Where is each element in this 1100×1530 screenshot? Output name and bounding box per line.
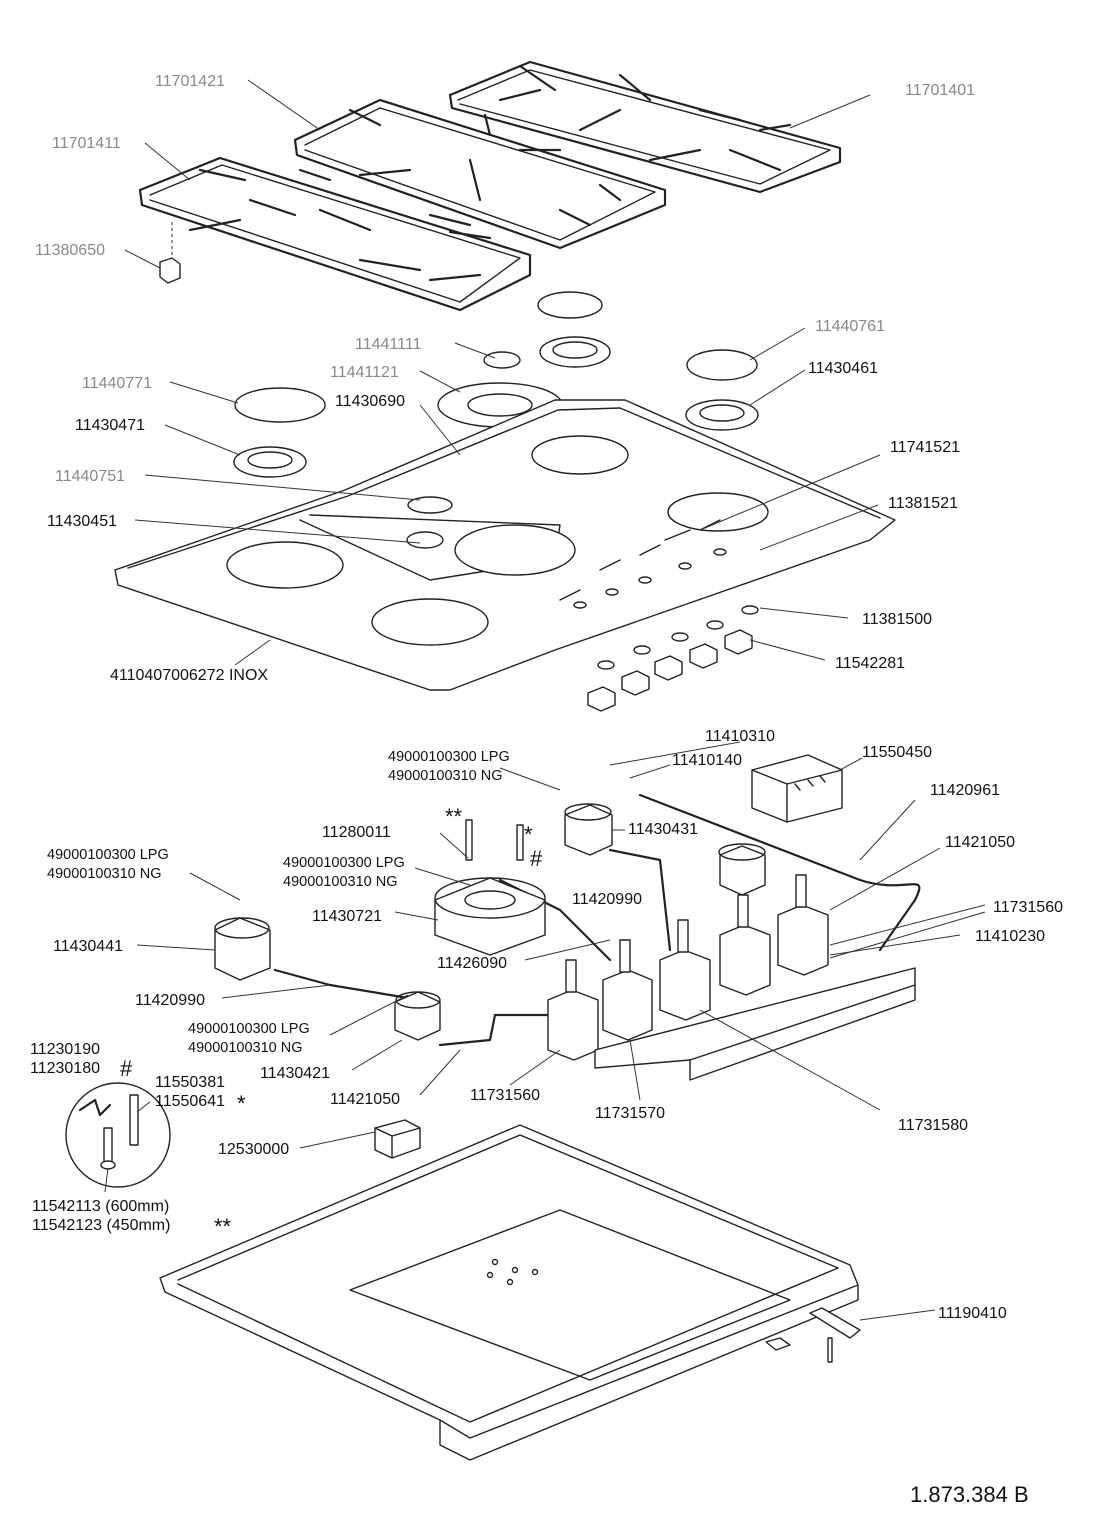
transformer xyxy=(374,1119,421,1159)
grate-right xyxy=(448,60,842,194)
switches xyxy=(587,605,759,712)
label-grate-center: 11701421 xyxy=(155,73,225,90)
mark-double-star-2: ** xyxy=(214,1214,232,1239)
label-electrode-b: 11550641 xyxy=(155,1093,225,1110)
leader-lines xyxy=(104,79,986,1321)
bottom-tray xyxy=(159,1124,859,1461)
label-valve-front: 11731560 xyxy=(470,1087,540,1104)
label-burner-center: 11430690 xyxy=(335,393,405,410)
label-burner-aux-center: 11430451 xyxy=(47,513,117,530)
label-electrode-a: 11550381 xyxy=(155,1074,225,1091)
mark-star-1: * xyxy=(524,822,533,847)
label-burner-right: 11430461 xyxy=(808,360,878,377)
label-burner-body-right: 11430431 xyxy=(628,821,698,838)
label-burner-body-wok: 11430721 xyxy=(312,908,382,925)
label-rubber-foot: 11380650 xyxy=(35,242,105,259)
label-pipe-rail: 11420961 xyxy=(930,782,1000,799)
label-valve-mid-right: 11731580 xyxy=(898,1117,968,1134)
label-wire-600: 11542113 (600mm) xyxy=(32,1198,169,1215)
label-switch: 11542281 xyxy=(835,655,905,672)
label-tc-top: 11230190 xyxy=(30,1041,100,1058)
valve-rail xyxy=(594,967,916,1081)
bracket xyxy=(765,1307,861,1363)
label-cap-right: 11440761 xyxy=(815,318,885,335)
label-gasket: 11381500 xyxy=(862,611,932,628)
label-burner-left: 11430471 xyxy=(75,417,145,434)
label-nozzle-a-ng: 49000100310 NG xyxy=(388,768,503,784)
mark-double-star-1: ** xyxy=(445,804,463,829)
label-nozzle-d-ng: 49000100310 NG xyxy=(188,1040,303,1056)
mark-hash-2: # xyxy=(120,1056,133,1081)
label-ring-center: 11441121 xyxy=(330,364,399,381)
label-ignition-unit: 11550450 xyxy=(862,744,932,761)
grate-left xyxy=(138,156,532,312)
label-hob-top: 4110407006272 INOX xyxy=(110,667,268,684)
mark-hash-1: # xyxy=(530,846,543,871)
label-transformer: 12530000 xyxy=(218,1141,289,1158)
label-knob-panel: 11741521 xyxy=(890,439,960,456)
label-valve-right: 11731560 xyxy=(993,899,1063,916)
ignition-unit xyxy=(751,754,843,823)
label-pipe-wok: 11426090 xyxy=(437,955,507,972)
label-nozzle-b-ng: 49000100310 NG xyxy=(47,866,162,882)
label-pipe-right: 11421050 xyxy=(945,834,1015,851)
burner-bodies xyxy=(214,803,766,1041)
drawing-code: 1.873.384 B xyxy=(910,1482,1029,1507)
label-bracket: 11190410 xyxy=(938,1305,1007,1322)
label-cap-aux-center: 11440751 xyxy=(55,468,125,485)
label-elbow: 11410310 xyxy=(705,728,775,745)
label-pipe-mid: 11420990 xyxy=(572,891,642,908)
mark-star-2: * xyxy=(237,1091,246,1116)
grate-center xyxy=(293,98,667,250)
label-cap-left: 11440771 xyxy=(82,375,152,392)
label-bezel: 11381521 xyxy=(888,495,958,512)
label-burner-body-front: 11430421 xyxy=(260,1065,330,1082)
label-nozzle-b-lpg: 49000100300 LPG xyxy=(47,847,169,863)
label-valve-mid: 11731570 xyxy=(595,1105,665,1122)
thermocouples xyxy=(465,819,524,861)
label-nozzle-c-lpg: 49000100300 LPG xyxy=(283,855,405,871)
hob-top-panel xyxy=(114,399,896,691)
label-grate-right: 11701401 xyxy=(905,82,975,99)
label-burner-body-left: 11430441 xyxy=(53,938,123,955)
label-cap-small-top: 11441111 xyxy=(355,336,422,353)
label-tc: 11280011 xyxy=(322,824,391,841)
label-pipe-front: 11421050 xyxy=(330,1091,400,1108)
label-nozzle-a-lpg: 49000100300 LPG xyxy=(388,749,510,765)
label-nozzle-d-lpg: 49000100300 LPG xyxy=(188,1021,310,1037)
label-pipe-left: 11420990 xyxy=(135,992,205,1009)
label-wire-450: 11542123 (450mm) xyxy=(32,1217,170,1234)
label-seal: 11410140 xyxy=(672,752,742,769)
valves xyxy=(547,874,829,1061)
label-nozzle-c-ng: 49000100310 NG xyxy=(283,874,398,890)
label-grate-left: 11701411 xyxy=(52,135,121,152)
label-screw-set: 11410230 xyxy=(975,928,1045,945)
rubber-foot xyxy=(159,257,181,284)
part-labels: 11701421 11701401 11701411 11380650 1144… xyxy=(30,73,1063,1507)
label-tc-bottom: 11230180 xyxy=(30,1060,100,1077)
